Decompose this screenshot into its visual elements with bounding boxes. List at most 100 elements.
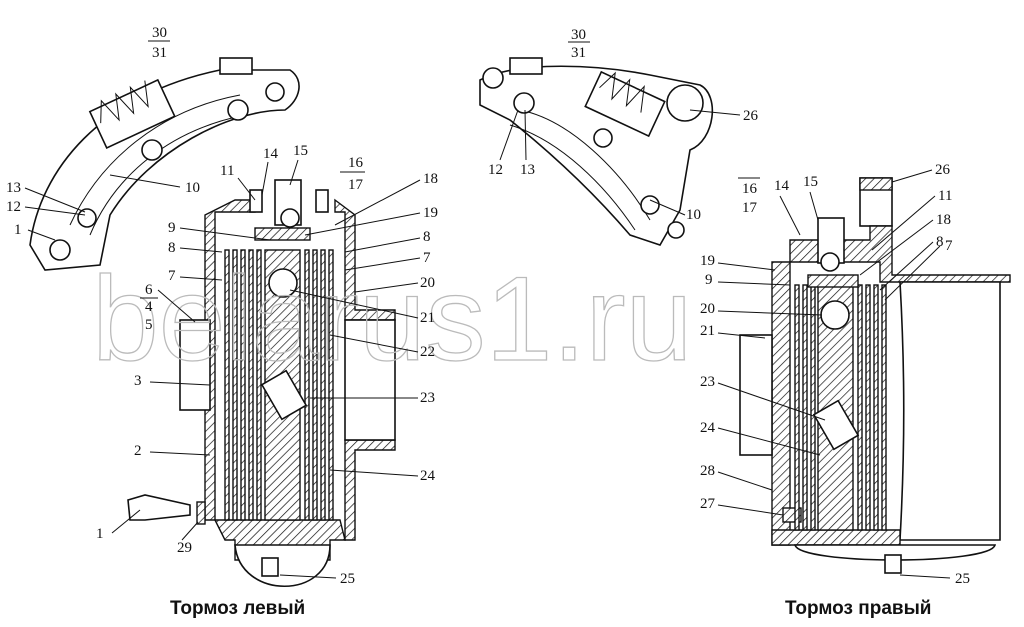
part-label: 23 — [420, 390, 435, 406]
part-label: 17 — [742, 200, 758, 216]
part-label: 28 — [700, 463, 715, 479]
part-label: 12 — [488, 162, 503, 178]
leader-line — [717, 281, 791, 286]
part-label: 23 — [700, 374, 715, 390]
leader-line — [329, 334, 419, 353]
leader-line — [279, 574, 337, 579]
leader-line — [499, 109, 519, 161]
leader-line — [884, 245, 941, 301]
right-lever-arm — [479, 57, 714, 246]
part-label: 16 — [742, 181, 758, 197]
watermark: belarus1.ru — [92, 252, 692, 386]
part-label: 18 — [936, 212, 951, 228]
part-label: 11 — [220, 163, 234, 179]
part-label: 8 — [936, 234, 944, 250]
part-label: 24 — [700, 420, 716, 436]
part-label: 11 — [938, 188, 952, 204]
leader-line — [24, 187, 86, 213]
part-label: 20 — [700, 301, 715, 317]
leader-line — [879, 241, 934, 291]
right-brake-drawing — [479, 57, 1011, 574]
part-label: 19 — [700, 253, 715, 269]
part-label: 6 — [145, 282, 153, 298]
part-label: 21 — [420, 310, 435, 326]
part-label: 7 — [423, 250, 431, 266]
part-label: 18 — [423, 171, 438, 187]
part-label: 27 — [700, 496, 716, 512]
leader-line — [891, 169, 933, 183]
leader-line — [289, 289, 419, 319]
leader-line — [524, 109, 527, 161]
leader-line — [344, 257, 421, 271]
leader-line — [871, 195, 936, 251]
part-label: 17 — [348, 177, 364, 193]
leader-line — [329, 469, 419, 477]
part-label: 9 — [168, 220, 176, 236]
leader-line — [179, 227, 271, 241]
part-label: 31 — [571, 45, 586, 61]
leader-line — [899, 574, 951, 579]
leader-line — [779, 195, 801, 236]
leader-line — [649, 199, 686, 216]
leader-line — [689, 109, 741, 116]
part-label: 4 — [145, 299, 153, 315]
leader-line — [717, 504, 784, 516]
part-label: 2 — [134, 443, 142, 459]
leader-line — [717, 427, 821, 456]
part-label: 15 — [803, 174, 818, 190]
leader-line — [717, 310, 823, 316]
part-label: 22 — [420, 344, 435, 360]
part-label: 10 — [185, 180, 200, 196]
left-brake-caption: Тормоз левый — [170, 598, 305, 619]
part-label: 21 — [700, 323, 715, 339]
part-label: 3 — [134, 373, 142, 389]
part-label: 5 — [145, 317, 153, 333]
part-label: 14 — [774, 178, 790, 194]
part-label: 25 — [340, 571, 355, 587]
leader-line — [809, 191, 819, 221]
part-label: 26 — [743, 108, 759, 124]
leader-line — [27, 229, 56, 241]
right-brake-caption: Тормоз правый — [785, 598, 932, 619]
part-label: 24 — [420, 468, 436, 484]
leader-line — [149, 451, 211, 456]
leader-line — [717, 332, 766, 339]
leader-line — [261, 161, 269, 196]
leader-line — [237, 177, 256, 201]
leader-line — [717, 471, 773, 491]
leader-line — [157, 289, 196, 323]
right-housing — [739, 177, 1011, 574]
left-friction-disks — [224, 249, 334, 521]
part-label: 1 — [96, 526, 104, 542]
leader-line — [24, 206, 86, 216]
part-label: 7 — [168, 268, 176, 284]
part-label: 26 — [935, 162, 951, 178]
leader-line — [181, 521, 199, 541]
leader-line — [859, 219, 934, 276]
leader-line — [344, 237, 421, 253]
leader-line — [179, 276, 223, 281]
left-housing — [127, 179, 396, 587]
part-label: 14 — [263, 146, 279, 162]
part-label: 29 — [177, 540, 192, 556]
part-label: 19 — [423, 205, 438, 221]
part-label: 20 — [420, 275, 435, 291]
part-label: 25 — [955, 571, 970, 587]
part-label: 30 — [571, 27, 586, 43]
leader-line — [149, 381, 211, 386]
part-label: 7 — [945, 238, 953, 254]
left-lever-arm — [29, 57, 300, 271]
right-friction-disks — [794, 284, 887, 531]
leader-line — [109, 174, 181, 188]
leader-line — [289, 159, 299, 186]
part-label: 31 — [152, 45, 167, 61]
part-label: 13 — [6, 180, 21, 196]
leader-line — [179, 247, 223, 253]
leader-line — [111, 509, 141, 534]
leader-line — [354, 282, 419, 293]
part-label: 30 — [152, 25, 167, 41]
part-label: 13 — [520, 162, 535, 178]
